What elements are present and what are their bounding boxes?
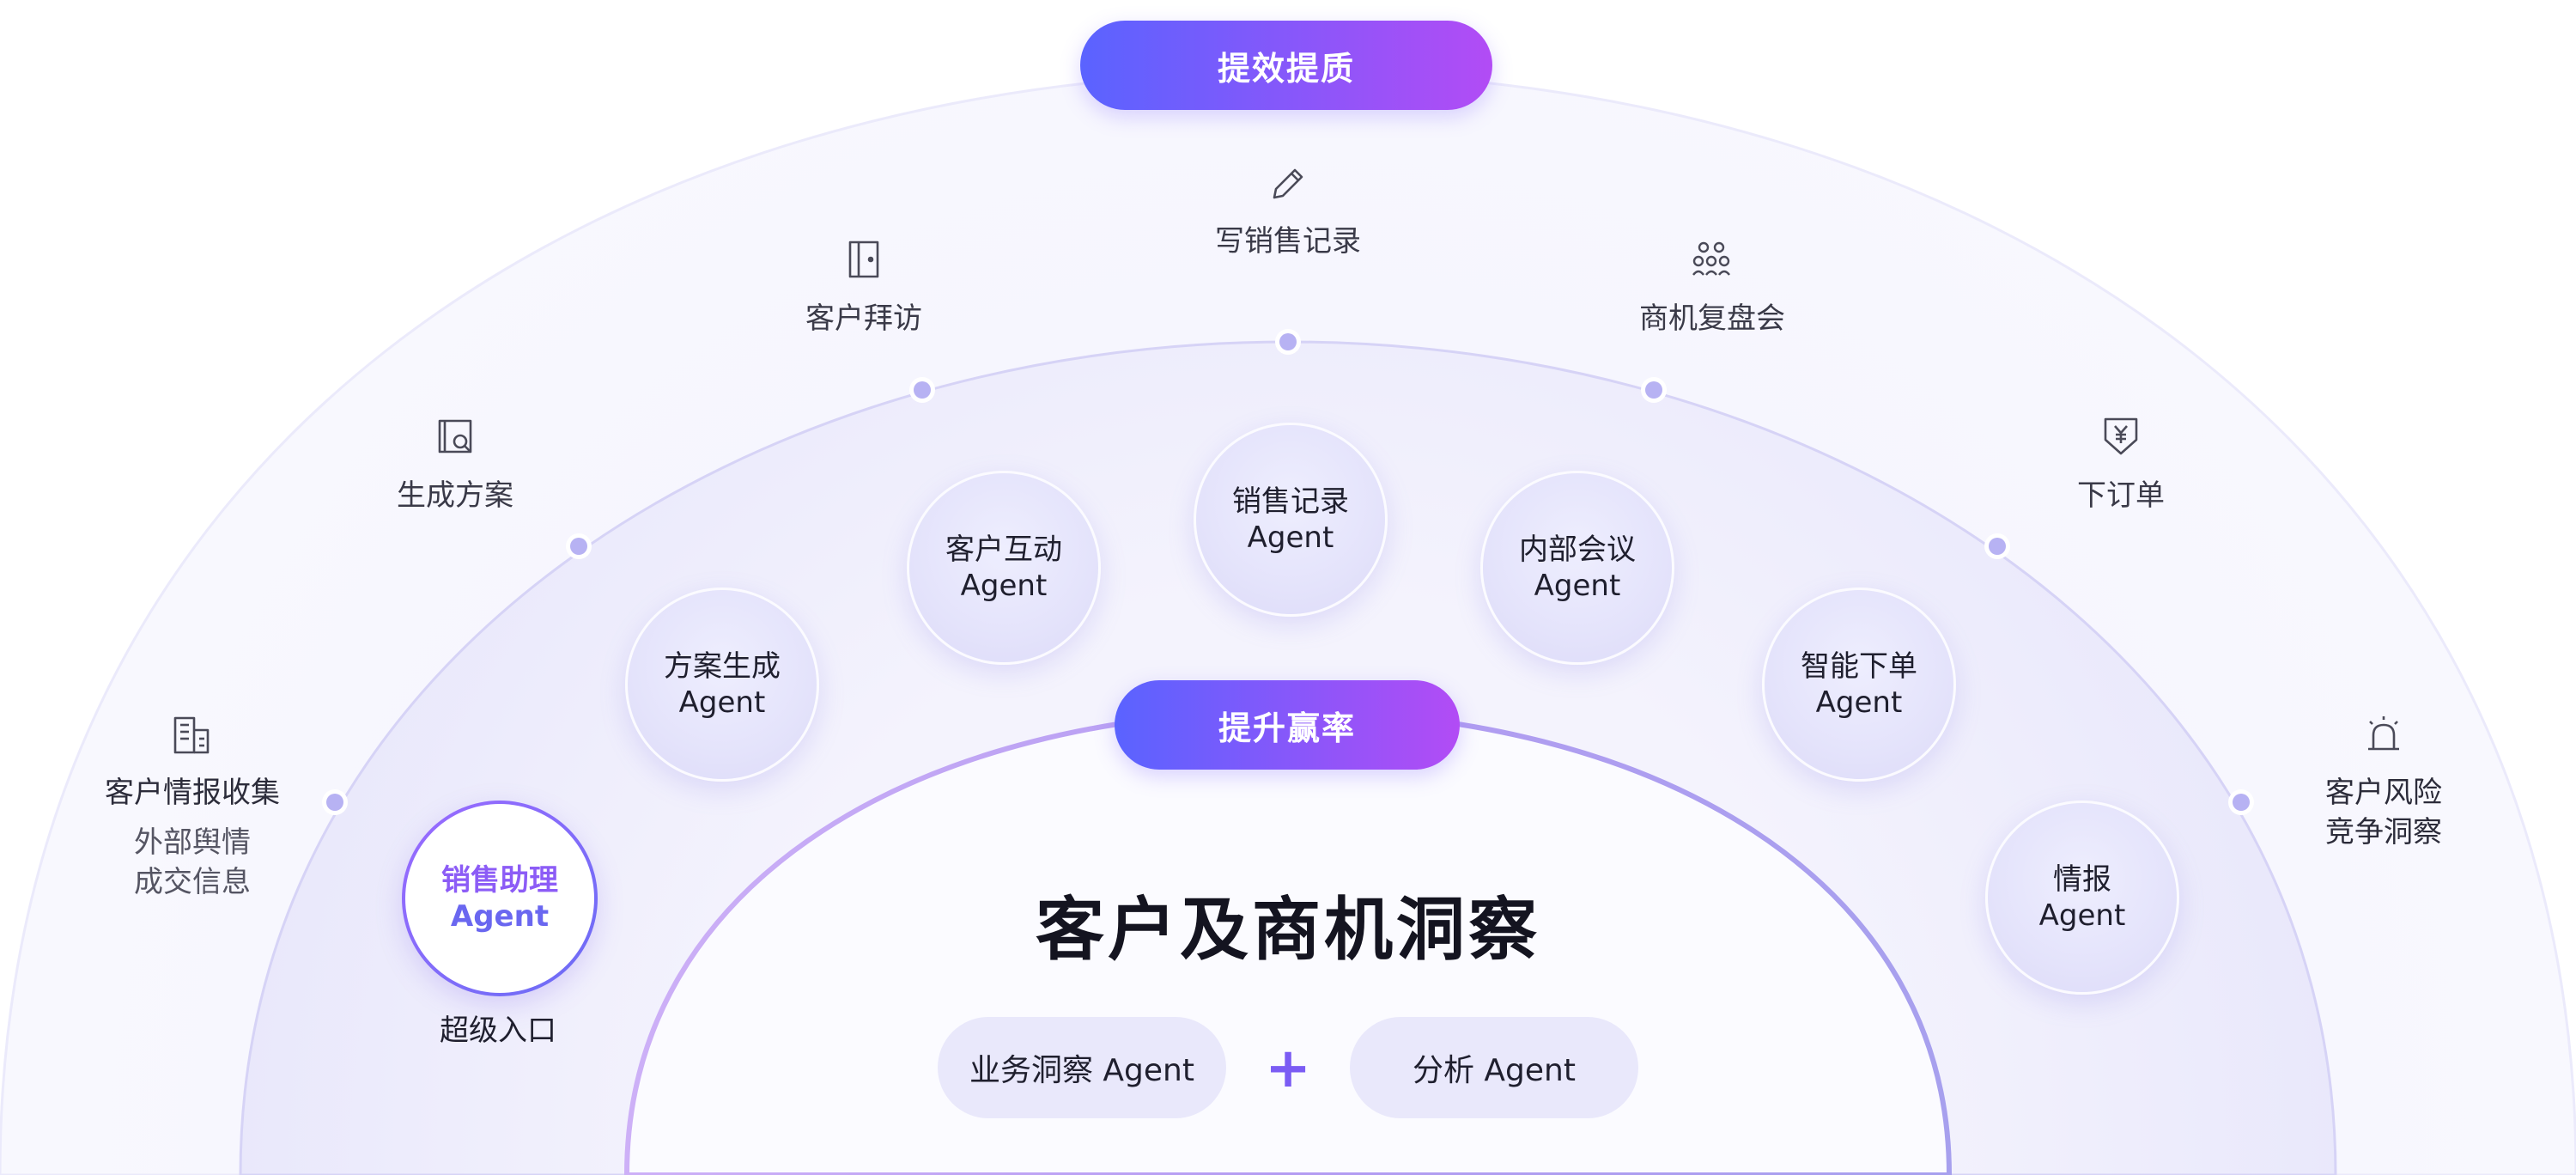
agent-name: 销售记录: [1232, 484, 1349, 519]
agent-suffix: Agent: [678, 685, 766, 720]
business-insight-agent-pill[interactable]: 业务洞察 Agent: [938, 1017, 1226, 1118]
scenario-label-risk: 客户风险 竞争洞察: [2263, 773, 2504, 852]
agent-suffix: Agent: [1815, 685, 1903, 720]
scenario-title: 客户风险: [2325, 776, 2442, 810]
agent-suffix: Agent: [960, 569, 1048, 603]
scenario-label-sales-record: 写销售记录: [1215, 224, 1361, 259]
center-title: 客户及商机洞察: [1036, 890, 1540, 970]
analysis-agent-pill[interactable]: 分析 Agent: [1350, 1017, 1638, 1118]
arc-nodes: [322, 329, 2254, 815]
scenario-subtitle: 外部舆情: [134, 825, 251, 860]
arc-node-dot: [914, 381, 931, 399]
agent-circle-sales-assistant[interactable]: 销售助理 Agent: [402, 801, 598, 996]
super-entry-label: 超级入口: [440, 1014, 556, 1048]
blueprint-search-icon: [431, 412, 479, 460]
arc-node-dot: [570, 538, 587, 555]
agent-circle-smart-order[interactable]: 智能下单 Agent: [1762, 588, 1956, 782]
scenario-subtitle: 成交信息: [134, 865, 251, 899]
scenario-label-visit: 客户拜访: [805, 301, 922, 336]
order-yen-icon: [2097, 412, 2145, 460]
agent-name: 客户互动: [945, 533, 1062, 567]
agent-name: 智能下单: [1801, 649, 1917, 684]
agent-name: 情报: [2053, 862, 2111, 897]
agent-circle-intelligence[interactable]: 情报 Agent: [1985, 801, 2179, 995]
alarm-icon: [2360, 711, 2408, 759]
scenario-label-order: 下订单: [2077, 478, 2165, 513]
agent-circle-customer-interaction[interactable]: 客户互动 Agent: [907, 471, 1101, 665]
arc-node-dot: [2233, 794, 2250, 811]
scenario-title: 客户情报收集: [105, 776, 280, 810]
agent-name: 方案生成: [664, 649, 781, 684]
arc-node-dot: [326, 794, 343, 811]
agent-circle-proposal[interactable]: 方案生成 Agent: [625, 588, 819, 782]
arc-node-dot: [1279, 333, 1297, 350]
scenario-label-review-meeting: 商机复盘会: [1639, 301, 1785, 336]
top-badge: 提效提质: [1080, 21, 1492, 110]
scenario-label-customer-intel: 客户情报收集 外部舆情 成交信息: [72, 773, 313, 902]
agent-suffix: Agent: [2038, 898, 2126, 933]
agent-suffix: Agent: [1247, 521, 1334, 555]
scenario-label-proposal: 生成方案: [397, 478, 513, 513]
agent-name: 销售助理: [441, 863, 558, 898]
middle-badge: 提升赢率: [1115, 680, 1460, 770]
pencil-icon: [1264, 160, 1312, 208]
agent-circle-internal-meeting[interactable]: 内部会议 Agent: [1480, 471, 1674, 665]
plus-icon: +: [1265, 1037, 1311, 1100]
agent-suffix: Agent: [1534, 569, 1621, 603]
agent-circle-sales-record[interactable]: 销售记录 Agent: [1194, 423, 1388, 617]
scenario-subtitle: 竞争洞察: [2325, 815, 2442, 849]
agent-suffix: Agent: [450, 899, 550, 934]
agent-name: 内部会议: [1519, 533, 1636, 567]
arc-node-dot: [1989, 538, 2006, 555]
building-document-icon: [168, 711, 216, 759]
arc-node-dot: [1645, 381, 1662, 399]
group-icon: [1688, 235, 1736, 283]
door-icon: [840, 235, 888, 283]
